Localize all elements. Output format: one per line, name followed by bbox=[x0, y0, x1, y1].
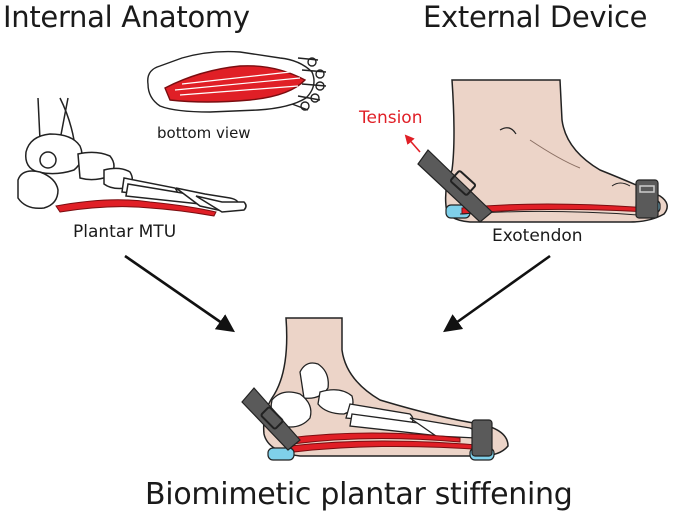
internal-anatomy-title: Internal Anatomy bbox=[3, 0, 250, 34]
bottom-view-label: bottom view bbox=[157, 124, 251, 142]
tension-arrow bbox=[404, 134, 421, 153]
exotendon-label: Exotendon bbox=[492, 226, 583, 246]
plantar-mtu-label: Plantar MTU bbox=[73, 222, 177, 242]
caption: Biomimetic plantar stiffening bbox=[145, 477, 573, 512]
right-arrow bbox=[443, 254, 551, 333]
left-arrow bbox=[124, 254, 235, 333]
tension-label: Tension bbox=[359, 108, 423, 128]
external-foot-illustration bbox=[417, 79, 668, 223]
bottom-view-foot-illustration bbox=[147, 50, 327, 113]
plantar-mtu-muscle bbox=[55, 199, 217, 217]
skeleton-foot-illustration bbox=[17, 97, 247, 213]
external-device-title: External Device bbox=[423, 0, 648, 34]
combined-foot-illustration bbox=[241, 317, 509, 461]
